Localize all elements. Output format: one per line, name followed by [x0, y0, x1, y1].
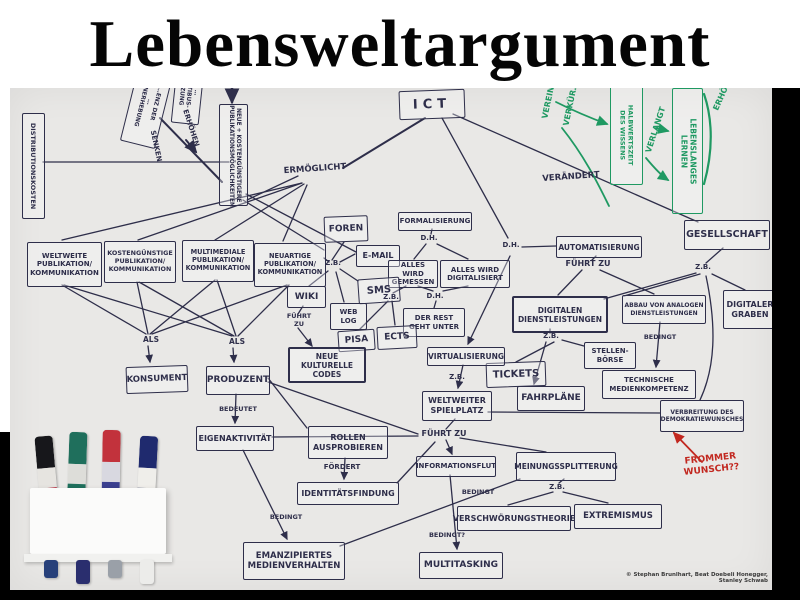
slide-margin — [0, 88, 10, 432]
concept-map-edges — [42, 88, 746, 551]
marker-tip-2 — [76, 560, 90, 584]
marker-holder-lip — [24, 554, 172, 562]
marker-holder — [30, 488, 166, 554]
marker-tip-3 — [108, 560, 122, 578]
marker-tip-4 — [140, 560, 154, 584]
slide-title-bar: Lebensweltargument — [0, 0, 800, 88]
page-title: Lebensweltargument — [89, 6, 711, 81]
marker-tip-1 — [44, 560, 58, 578]
whiteboard-markers-photo — [10, 429, 192, 590]
credit-text: © Stephan Brunlhart, Beat Doebeli Honegg… — [626, 572, 768, 584]
